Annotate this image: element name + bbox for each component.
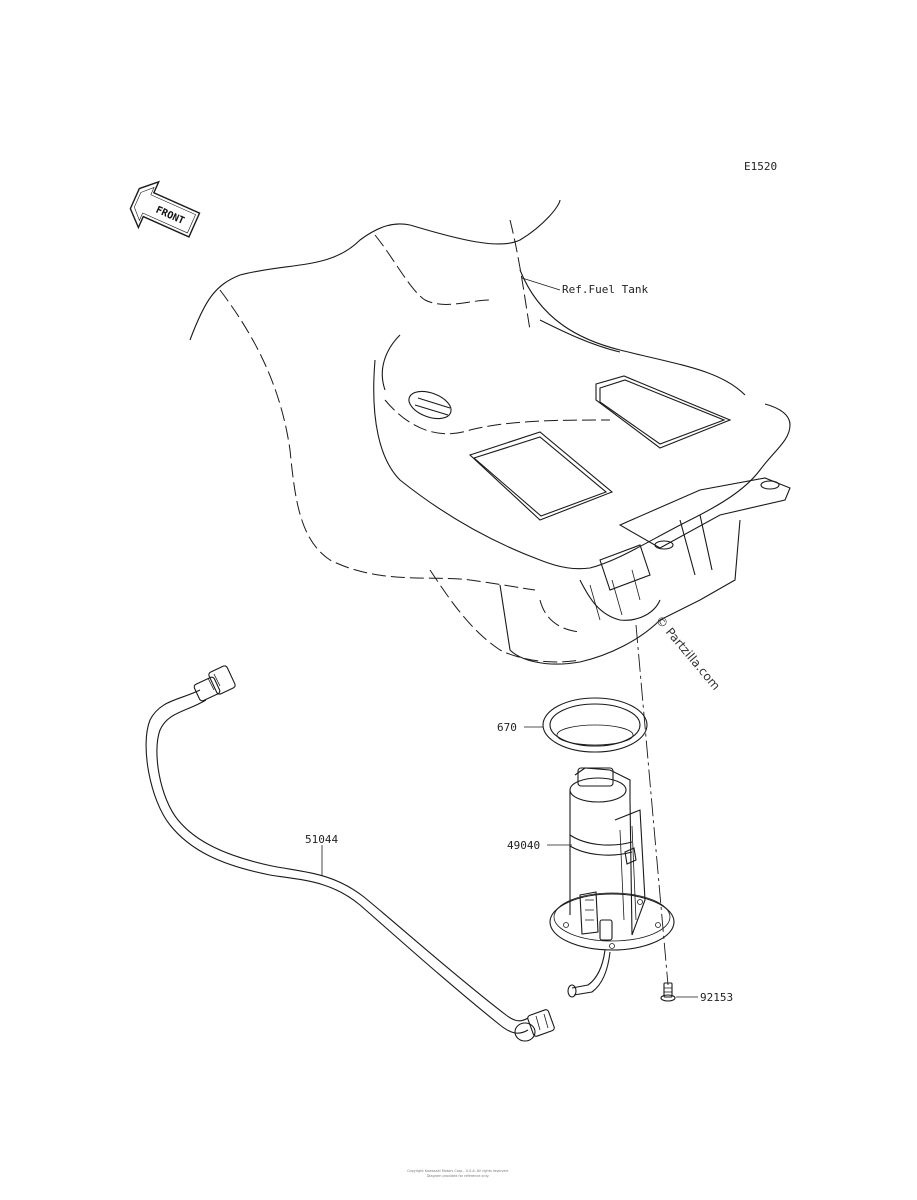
o-ring-670 — [542, 697, 648, 753]
fuel-pump-49040 — [549, 767, 675, 998]
footer-copyright-line-2: Diagram provided for reference only. — [427, 1174, 489, 1178]
bolt-92153 — [660, 982, 676, 1002]
front-arrow-icon: FRONT — [129, 180, 201, 238]
assembly-center-line — [635, 624, 669, 986]
part-label-670: 670 — [497, 721, 517, 734]
part-label-49040: 49040 — [507, 839, 540, 852]
diagram-code: E1520 — [744, 160, 777, 173]
ref-fuel-tank-label: Ref.Fuel Tank — [562, 283, 648, 296]
watermark-text: © Partzilla.com — [653, 613, 723, 693]
fuel-hose-51044 — [145, 665, 555, 1042]
fuel-tank-outline — [189, 199, 791, 665]
watermark: © Partzilla.com — [653, 613, 723, 693]
footer-copyright-line-1: Copyright Kawasaki Motors Corp., U.S.A. … — [407, 1169, 509, 1173]
part-label-92153: 92153 — [700, 991, 733, 1004]
ref-fuel-tank-leader — [521, 277, 561, 291]
part-label-51044: 51044 — [305, 833, 338, 846]
